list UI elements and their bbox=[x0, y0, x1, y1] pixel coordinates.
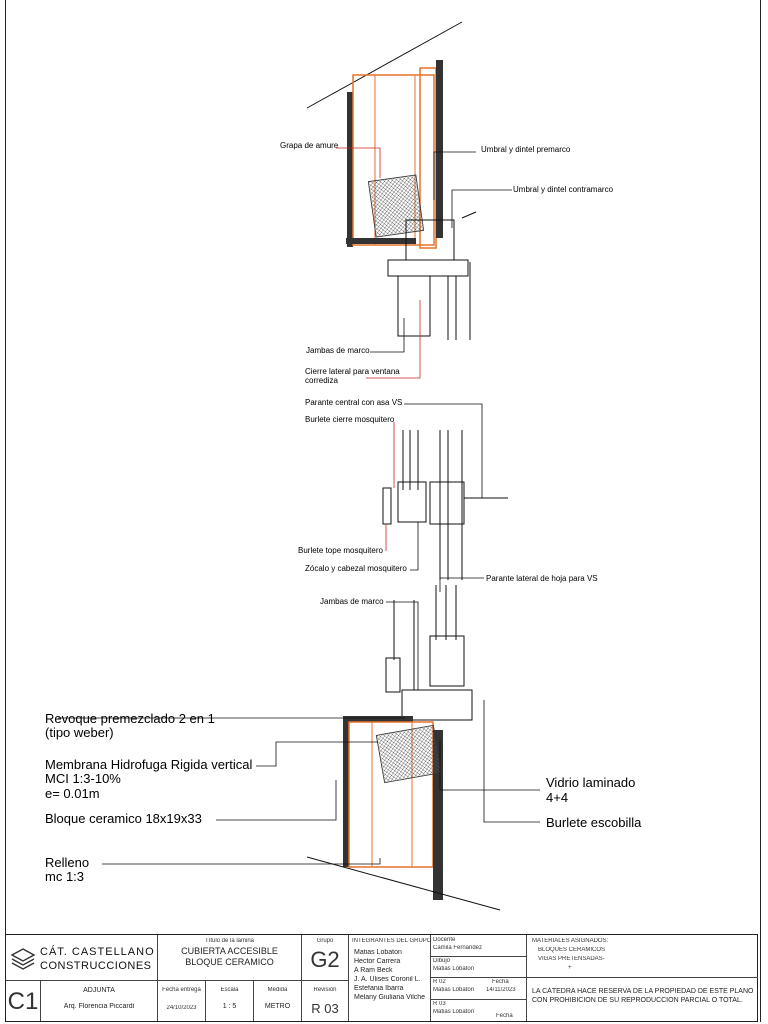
integrante-5: Estefania Ibarra bbox=[354, 985, 404, 992]
integrante-6: Melany Giuliana Vilche bbox=[354, 994, 426, 1001]
label-cierre-lateral-2: corrediza bbox=[305, 376, 338, 385]
label-parante-lateral: Parante lateral de hoja para VS bbox=[486, 574, 598, 583]
r02-fecha: 14/11/2023 bbox=[486, 987, 516, 993]
escala-label: Escala bbox=[220, 987, 239, 993]
label-umbral-premarco: Umbral y dintel premarco bbox=[481, 145, 571, 154]
docente-value: Camila Fernandez bbox=[433, 945, 483, 951]
label-cierre-lateral-1: Cierre lateral para ventana bbox=[305, 367, 400, 376]
logo-line2: CONSTRUCCIONES bbox=[40, 960, 152, 972]
grupo-value: G2 bbox=[310, 947, 340, 972]
adjunta-label: ADJUNTA bbox=[83, 987, 115, 994]
label-zocalo: Zócalo y cabezal mosquitero bbox=[305, 564, 407, 573]
label-jambas-top: Jambas de marco bbox=[306, 346, 370, 355]
materiales-label: MATERIALES ASIGNADOS: bbox=[532, 938, 609, 944]
materiales-1: BLOQUES CERAMICOS bbox=[538, 947, 606, 953]
titulo-line2: BLOQUE CERAMICO bbox=[185, 957, 274, 967]
grupo-label: Grupo bbox=[316, 938, 334, 944]
integrante-4: J. A. Ulises Coronil L. bbox=[354, 976, 421, 983]
medida-label: Medida bbox=[267, 987, 288, 993]
integrantes-label: INTEGRANTES DEL GRUPO bbox=[352, 938, 432, 944]
r02-fecha-label: Fecha bbox=[492, 979, 509, 985]
label-burlete-cierre: Burlete cierre mosquitero bbox=[305, 415, 395, 424]
label-membrana-3: e= 0.01m bbox=[45, 786, 100, 801]
fecha-label: Fecha entrega bbox=[162, 987, 201, 993]
label-vidrio-2: 4+4 bbox=[546, 790, 568, 805]
materiales-3: + bbox=[568, 965, 572, 971]
titulo-line1: CUBIERTA ACCESIBLE bbox=[181, 946, 278, 956]
logo: CÁT. CASTELLANO CONSTRUCCIONES bbox=[6, 939, 157, 979]
sliding-window-mid bbox=[382, 430, 508, 580]
annotation-labels-large: Revoque premezclado 2 en 1 (tipo weber) … bbox=[45, 711, 642, 884]
upper-frame bbox=[387, 211, 477, 340]
integrante-2: Hector Carrera bbox=[354, 958, 401, 965]
r02-value: Matias Lobaton bbox=[433, 987, 475, 993]
label-revoque-1: Revoque premezclado 2 en 1 bbox=[45, 711, 215, 726]
label-relleno-1: Relleno bbox=[45, 855, 89, 870]
leader-lines bbox=[58, 147, 540, 865]
lower-wall bbox=[306, 716, 501, 911]
annotation-labels-small: Grapa de amure Umbral y dintel premarco … bbox=[280, 141, 614, 606]
label-vidrio-1: Vidrio laminado bbox=[546, 775, 635, 790]
label-membrana-2: MCI 1:3-10% bbox=[45, 771, 121, 786]
label-membrana-1: Membrana Hidrofuga Rigida vertical bbox=[45, 757, 252, 772]
label-parante-central: Parante central con asa VS bbox=[305, 398, 402, 407]
integrante-3: A Ram Beck bbox=[354, 967, 393, 974]
title-block: CÁT. CASTELLANO CONSTRUCCIONES C1 ADJUNT… bbox=[5, 934, 758, 1022]
dibujo-label: Dibujó bbox=[433, 958, 451, 964]
label-grapa: Grapa de amure bbox=[280, 141, 339, 150]
materiales-2: VIGAS PRETENSADAS- bbox=[538, 956, 605, 962]
label-umbral-contramarco: Umbral y dintel contramarco bbox=[513, 185, 614, 194]
revision-label: Revisión bbox=[313, 987, 337, 993]
sheet-code: C1 bbox=[7, 988, 39, 1015]
docente-label: Docente bbox=[433, 937, 456, 943]
label-burlete-tope: Burlete tope mosquitero bbox=[298, 546, 383, 555]
label-relleno-2: mc 1:3 bbox=[45, 869, 84, 884]
logo-line1: CÁT. CASTELLANO bbox=[40, 946, 155, 958]
escala-value: 1 : 5 bbox=[222, 1003, 237, 1010]
disclaimer: LA CÁTEDRA HACE RESERVA DE LA PROPIEDAD … bbox=[532, 988, 754, 1004]
r02-label: R 02 bbox=[433, 979, 446, 985]
adjunta-name: Arq. Florencia Piccardi bbox=[63, 1003, 135, 1010]
drawing-sheet bbox=[5, 0, 761, 1022]
upper-wall bbox=[306, 21, 463, 249]
lower-frame bbox=[385, 585, 473, 721]
fecha-value: 24/10/2023 bbox=[166, 1005, 197, 1011]
r03-label: R 03 bbox=[433, 1001, 446, 1007]
label-burlete-escobilla: Burlete escobilla bbox=[546, 815, 642, 830]
label-bloque: Bloque ceramico 18x19x33 bbox=[45, 811, 202, 826]
logo-icon bbox=[10, 948, 36, 970]
label-revoque-2: (tipo weber) bbox=[45, 725, 114, 740]
medida-value: METRO bbox=[264, 1003, 291, 1010]
r03-fecha-label: Fecha bbox=[496, 1013, 513, 1019]
construction-detail-drawing: Grapa de amure Umbral y dintel premarco … bbox=[45, 21, 642, 911]
integrante-1: Matias Lobaton bbox=[354, 949, 402, 956]
revision-value: R 03 bbox=[311, 1001, 339, 1016]
dibujo-value: Matias Lobaton bbox=[433, 966, 475, 972]
titulo-label: Título de la lámina bbox=[204, 938, 255, 944]
label-jambas-mid: Jambas de marco bbox=[320, 597, 384, 606]
r03-value: Matias Lobaton bbox=[433, 1009, 475, 1015]
